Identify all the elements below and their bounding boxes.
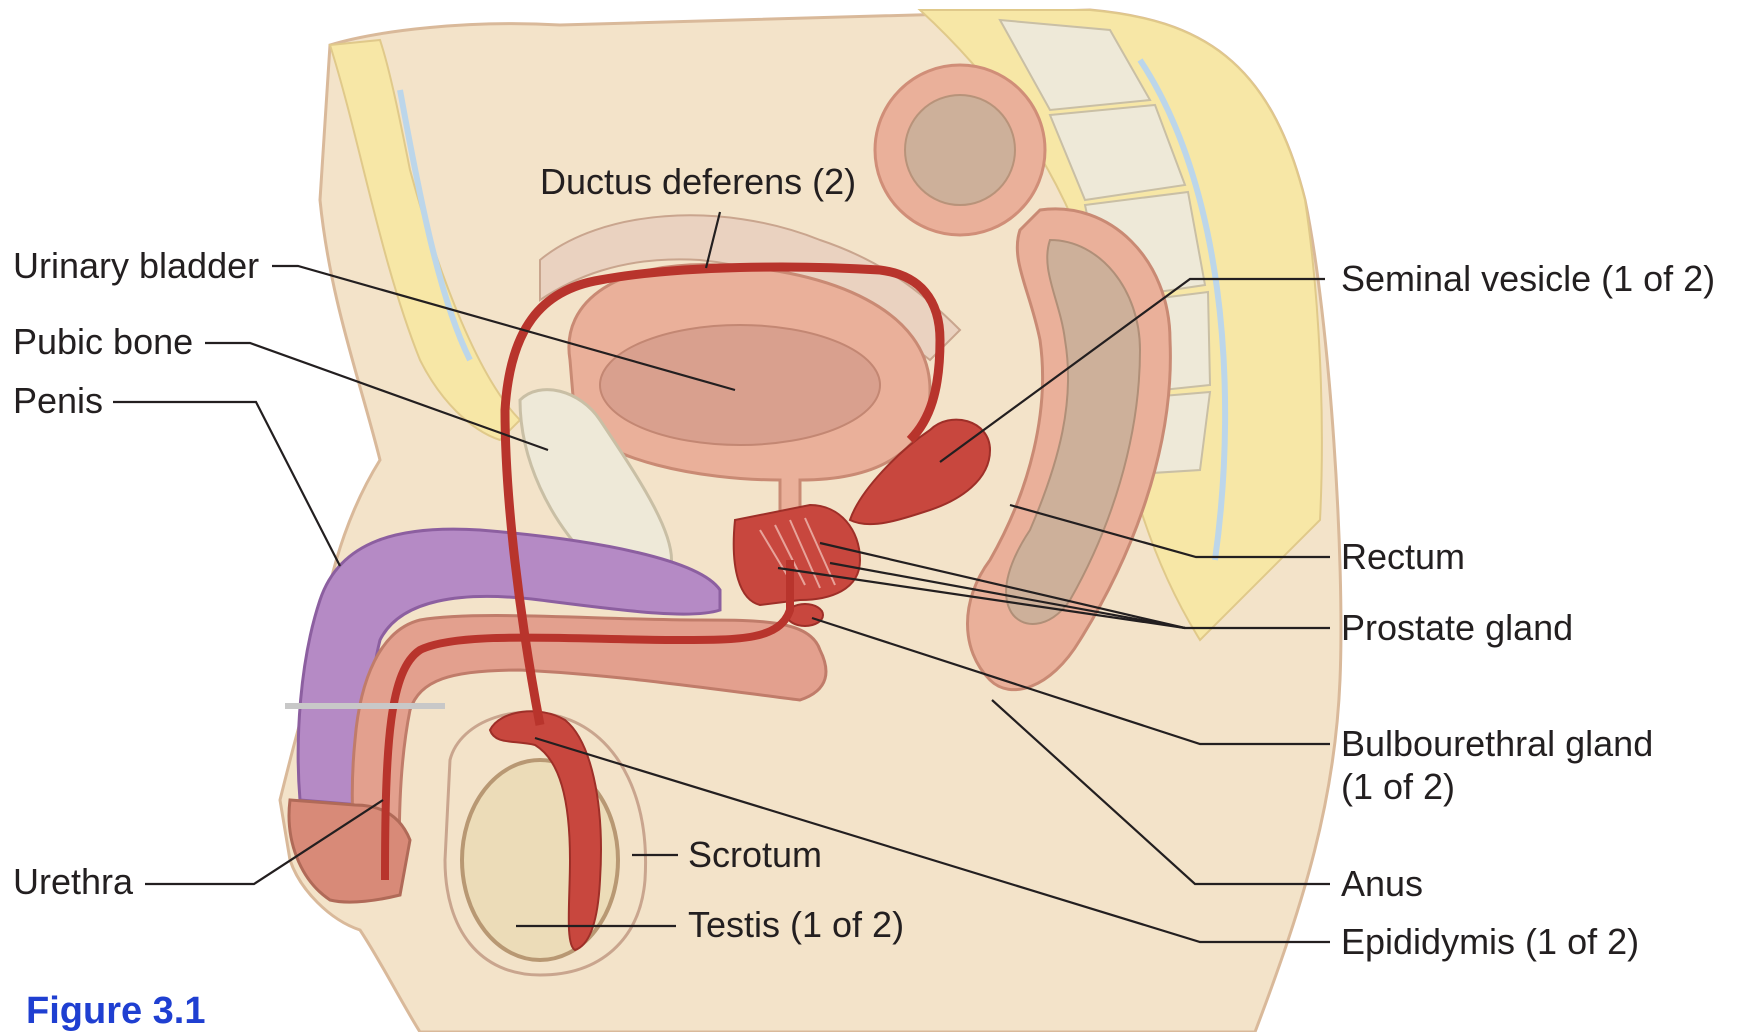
label-seminal-vesicle: Seminal vesicle (1 of 2)	[1341, 259, 1715, 299]
figure-caption: Figure 3.1	[26, 990, 206, 1033]
colon-lumen	[905, 95, 1015, 205]
label-urethra: Urethra	[13, 862, 133, 902]
leader-penis	[113, 402, 340, 566]
label-anus: Anus	[1341, 864, 1423, 904]
prostate-gland	[734, 505, 860, 605]
label-epididymis: Epididymis (1 of 2)	[1341, 922, 1639, 962]
label-penis: Penis	[13, 381, 103, 421]
label-testis: Testis (1 of 2)	[688, 905, 904, 945]
label-urinary-bladder: Urinary bladder	[13, 246, 259, 286]
label-pubic-bone: Pubic bone	[13, 322, 193, 362]
label-scrotum: Scrotum	[688, 835, 822, 875]
label-rectum: Rectum	[1341, 537, 1465, 577]
bladder-lumen	[600, 325, 880, 445]
label-ductus-deferens: Ductus deferens (2)	[540, 162, 856, 202]
label-prostate-gland: Prostate gland	[1341, 608, 1573, 648]
label-bulbourethral-gland: Bulbourethral gland	[1341, 724, 1653, 764]
label-bulbourethral-gland-count: (1 of 2)	[1341, 767, 1455, 807]
